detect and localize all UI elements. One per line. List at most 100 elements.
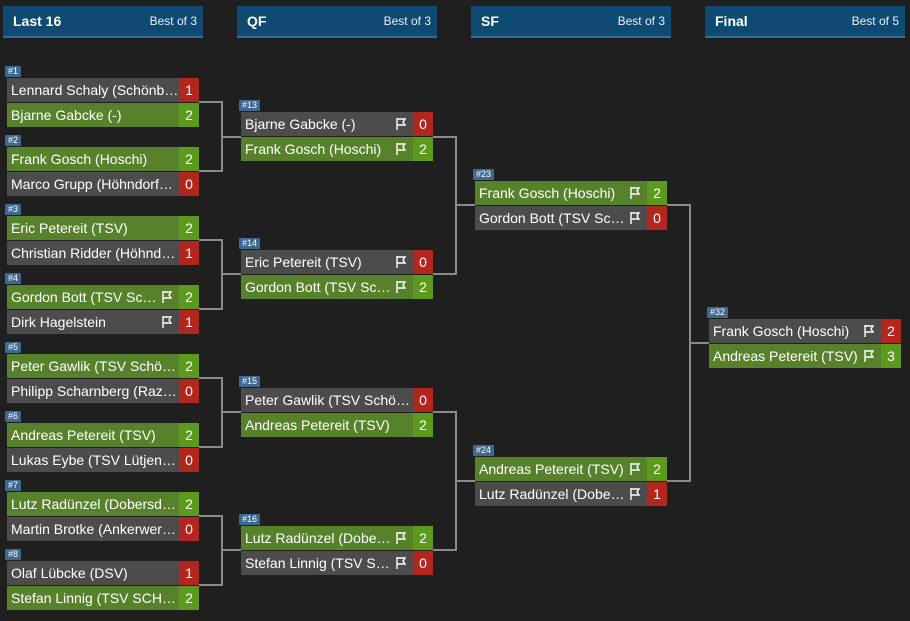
player-row[interactable]: Gordon Bott (TSV Schönberg) 2 [7,285,199,309]
match-number: #24 [473,445,495,456]
player-row[interactable]: Christian Ridder (Höhndorfer SV) 1 [7,241,199,265]
player-name: Stefan Linnig (TSV SCHÖNBERG) [11,590,179,606]
player-score: 2 [179,103,199,127]
player-score: 2 [413,413,433,437]
player-score: 2 [413,275,433,299]
flag-icon[interactable] [159,314,175,330]
player-name: Lutz Radünzel (Dobersdorfer SV) [479,486,627,502]
player-row[interactable]: Stefan Linnig (TSV SCHÖNBERG) 0 [241,551,433,575]
player-name: Eric Petereit (TSV) [11,220,128,236]
player-row[interactable]: Eric Petereit (TSV) 2 [7,216,199,240]
match-number: #1 [5,66,22,77]
player-name: Lennard Schaly (Schönberger SC) [11,82,179,98]
player-name: Eric Petereit (TSV) [245,254,362,270]
round-header-sf: SF Best of 3 [471,6,671,38]
player-row[interactable]: Philipp Scharnberg (Razorbacks) 0 [7,379,199,403]
player-row[interactable]: Andreas Petereit (TSV) 2 [7,423,199,447]
player-row[interactable]: Lutz Radünzel (Dobersdorfer SV) 1 [475,482,667,506]
player-name: Christian Ridder (Höhndorfer SV) [11,245,179,261]
flag-icon[interactable] [393,530,409,546]
player-row[interactable]: Frank Gosch (Hoschi) 2 [7,147,199,171]
player-row[interactable]: Andreas Petereit (TSV) 2 [475,457,667,481]
match-number: #15 [239,376,261,387]
match-number: #23 [473,169,495,180]
flag-icon[interactable] [627,185,643,201]
player-row[interactable]: Lutz Radünzel (Dobersdorfer SV) 2 [241,526,433,550]
player-row[interactable]: Lukas Eybe (TSV Lütjenburg) 0 [7,448,199,472]
match-number: #32 [707,307,729,318]
player-row[interactable]: Frank Gosch (Hoschi) 2 [709,319,901,343]
player-score: 2 [881,319,901,343]
player-score: 0 [647,206,667,230]
player-row[interactable]: Eric Petereit (TSV) 0 [241,250,433,274]
flag-icon[interactable] [393,555,409,571]
player-score: 0 [179,379,199,403]
round-best-of: Best of 3 [149,14,197,28]
player-row[interactable]: Olaf Lübcke (DSV) 1 [7,561,199,585]
flag-icon[interactable] [627,461,643,477]
player-name: Marco Grupp (Höhndorfer SV) [11,176,179,192]
flag-icon[interactable] [393,116,409,132]
player-name: Lutz Radünzel (Dobersdorfer SV) [245,530,393,546]
player-row[interactable]: Lutz Radünzel (Dobersdorfer SV) 2 [7,492,199,516]
flag-icon[interactable] [861,348,877,364]
flag-icon[interactable] [627,210,643,226]
player-name: Frank Gosch (Hoschi) [11,151,148,167]
player-score: 0 [179,172,199,196]
player-row[interactable]: Bjarne Gabcke (-) 0 [241,112,433,136]
player-name: Frank Gosch (Hoschi) [479,185,616,201]
player-row[interactable]: Stefan Linnig (TSV SCHÖNBERG) 2 [7,586,199,610]
player-score: 1 [179,241,199,265]
player-row[interactable]: Bjarne Gabcke (-) 2 [7,103,199,127]
player-score: 2 [647,457,667,481]
round-header-last16: Last 16 Best of 3 [3,6,203,38]
round-header-final: Final Best of 5 [705,6,905,38]
player-row[interactable]: Frank Gosch (Hoschi) 2 [241,137,433,161]
player-row[interactable]: Peter Gawlik (TSV Schönberg) 2 [7,354,199,378]
flag-icon[interactable] [159,289,175,305]
player-name: Peter Gawlik (TSV Schönberg) [11,358,179,374]
player-row[interactable]: Lennard Schaly (Schönberger SC) 1 [7,78,199,102]
player-name: Andreas Petereit (TSV) [245,417,390,433]
player-row[interactable]: Dirk Hagelstein 1 [7,310,199,334]
match-number: #3 [5,204,22,215]
player-name: Bjarne Gabcke (-) [245,116,356,132]
flag-icon[interactable] [393,279,409,295]
player-name: Lutz Radünzel (Dobersdorfer SV) [11,496,179,512]
player-row[interactable]: Peter Gawlik (TSV Schönberg) 0 [241,388,433,412]
player-row[interactable]: Andreas Petereit (TSV) 2 [241,413,433,437]
player-row[interactable]: Marco Grupp (Höhndorfer SV) 0 [7,172,199,196]
player-score: 2 [179,285,199,309]
player-name: Bjarne Gabcke (-) [11,107,122,123]
player-score: 3 [881,344,901,368]
player-score: 1 [647,482,667,506]
player-row[interactable]: Frank Gosch (Hoschi) 2 [475,181,667,205]
player-name: Gordon Bott (TSV Schönberg) [245,279,393,295]
match-number: #13 [239,100,261,111]
player-row[interactable]: Andreas Petereit (TSV) 3 [709,344,901,368]
player-name: Gordon Bott (TSV Schönberg) [11,289,159,305]
match-number: #7 [5,480,22,491]
player-score: 1 [179,78,199,102]
player-name: Frank Gosch (Hoschi) [245,141,382,157]
player-score: 0 [179,448,199,472]
player-score: 2 [179,216,199,240]
match-number: #16 [239,514,261,525]
round-title: Final [715,13,748,29]
match-number: #2 [5,135,22,146]
player-name: Andreas Petereit (TSV) [713,348,858,364]
player-row[interactable]: Gordon Bott (TSV Schönberg) 0 [475,206,667,230]
round-title: Last 16 [13,13,62,29]
player-score: 2 [179,354,199,378]
player-name: Andreas Petereit (TSV) [11,427,156,443]
flag-icon[interactable] [393,141,409,157]
player-score: 0 [413,551,433,575]
player-row[interactable]: Gordon Bott (TSV Schönberg) 2 [241,275,433,299]
player-name: Frank Gosch (Hoschi) [713,323,850,339]
player-name: Lukas Eybe (TSV Lütjenburg) [11,452,179,468]
flag-icon[interactable] [393,254,409,270]
player-row[interactable]: Martin Brotke (Ankerwerfer) 0 [7,517,199,541]
player-name: Stefan Linnig (TSV SCHÖNBERG) [245,555,393,571]
flag-icon[interactable] [861,323,877,339]
flag-icon[interactable] [627,486,643,502]
